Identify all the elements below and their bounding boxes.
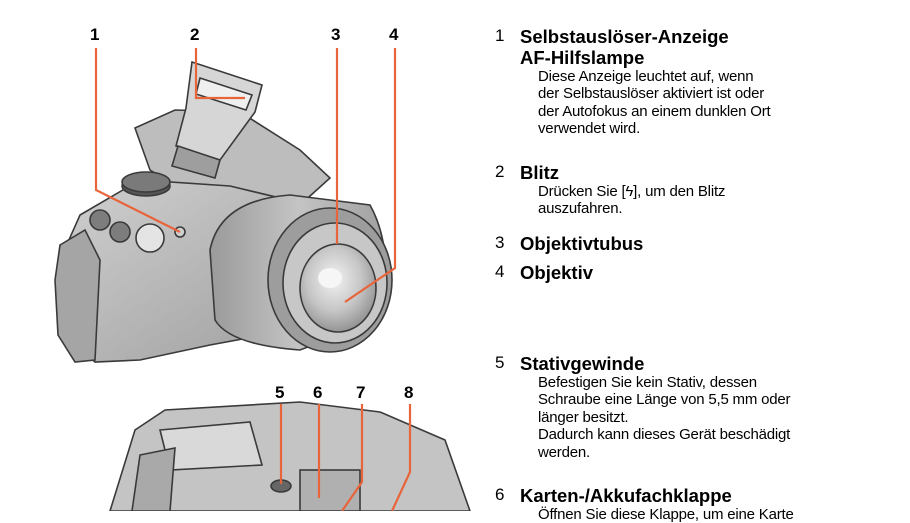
entry-number: 6 — [495, 485, 505, 504]
entry-title: Stativgewinde — [520, 353, 645, 374]
leader-line-4 — [344, 48, 397, 303]
entry-title: Blitz — [520, 162, 560, 183]
entry-description-line: Drücken Sie [ϟ], um den Blitz — [538, 183, 726, 200]
callout-number-4: 4 — [389, 25, 399, 44]
entry-flash: 2 Blitz Drücken Sie [ϟ], um den Blitz au… — [495, 162, 895, 218]
entry-card-battery-door: 6 Karten-/Akkufachklappe Öffnen Sie dies… — [495, 485, 895, 523]
callout-number-2: 2 — [190, 25, 199, 44]
callout-numbers: 1 2 3 4 5 6 7 8 — [90, 25, 413, 402]
entry-description-line: werden. — [538, 443, 590, 461]
entry-description-line: Befestigen Sie kein Stativ, dessen — [538, 374, 757, 391]
leader-line-2 — [194, 48, 245, 100]
camera-front-view — [54, 60, 393, 363]
entry-tripod-socket: 5 Stativgewinde Befestigen Sie kein Stat… — [495, 353, 895, 461]
entry-number: 1 — [495, 26, 505, 45]
entry-number: 2 — [495, 162, 505, 181]
callout-number-1: 1 — [90, 25, 99, 44]
entry-description-line: verwendet wird. — [538, 120, 641, 138]
entry-title: Selbstauslöser-Anzeige — [520, 26, 729, 47]
card-door-shape — [299, 469, 361, 511]
callout-number-7: 7 — [356, 383, 365, 402]
camera-bottom-view — [109, 401, 471, 511]
leader-line-1 — [94, 48, 181, 233]
callout-number-6: 6 — [313, 383, 322, 402]
entry-title: Objektivtubus — [520, 233, 644, 254]
callout-number-5: 5 — [275, 383, 284, 402]
callout-number-8: 8 — [404, 383, 413, 402]
entry-description-line: Diese Anzeige leuchtet auf, wenn — [538, 68, 754, 85]
entry-title: Objektiv — [520, 262, 593, 283]
hand-grip-shape — [54, 228, 101, 363]
entry-title: Karten-/Akkufachklappe — [520, 485, 732, 506]
entry-number: 4 — [495, 262, 505, 281]
entry-description-line: Dadurch kann dieses Gerät beschädigt — [538, 426, 791, 444]
camera-illustration: 1 2 3 4 5 6 7 8 — [54, 25, 471, 511]
entry-description-line: der Selbstauslöser aktiviert ist oder — [538, 85, 765, 103]
entry-lens: 4 Objektiv — [495, 262, 895, 283]
entry-number: 5 — [495, 353, 505, 372]
leader-line-8 — [391, 404, 412, 511]
entry-self-timer-indicator: 1 Selbstauslöser-Anzeige AF-Hilfslampe D… — [495, 26, 895, 138]
entry-number: 3 — [495, 233, 505, 252]
entry-description-line: länger besitzt. — [538, 408, 629, 426]
entry-description-line: auszufahren. — [538, 200, 623, 218]
entry-description-line: Schraube eine Länge von 5,5 mm oder — [538, 391, 791, 409]
entry-lens-barrel: 3 Objektivtubus — [495, 233, 895, 254]
leader-line-7 — [341, 404, 364, 511]
leader-lines — [94, 48, 412, 511]
entry-description-line: Öffnen Sie diese Klappe, um eine Karte — [538, 506, 794, 523]
entry-subtitle: AF-Hilfslampe — [520, 47, 645, 68]
callout-number-3: 3 — [331, 25, 340, 44]
entry-description-line: der Autofokus an einem dunklen Ort — [538, 102, 771, 120]
